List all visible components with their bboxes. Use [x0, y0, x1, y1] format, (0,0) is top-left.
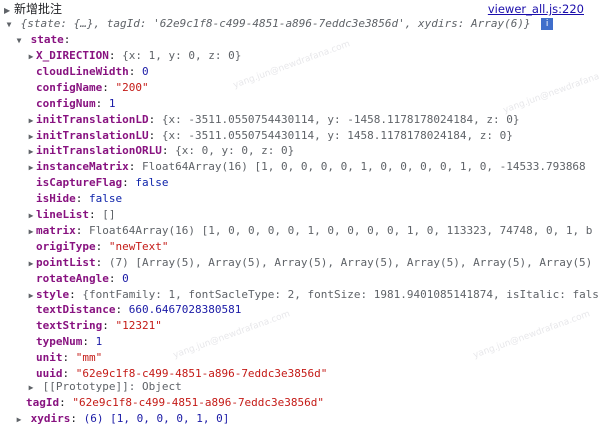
- prop-key: style: [36, 288, 70, 301]
- prop-key: unit: [36, 351, 63, 364]
- expand-triangle-icon[interactable]: ▶: [28, 227, 34, 236]
- state-prop-textString: textString: "12321": [36, 319, 162, 332]
- info-icon[interactable]: i: [541, 18, 554, 30]
- prop-key: initTranslationORLU: [36, 144, 162, 157]
- expand-triangle-icon[interactable]: ▶: [28, 211, 34, 220]
- state-prop-rotateAngle: rotateAngle: 0: [36, 272, 129, 285]
- prop-key: configName: [36, 81, 103, 94]
- watermark: yang.jun@newdrafana.com: [472, 309, 592, 361]
- expand-icon: ▶: [4, 6, 11, 15]
- prop-value: []: [102, 208, 116, 221]
- prop-key: matrix: [36, 224, 76, 237]
- state-prop-unit: unit: "mm": [36, 351, 103, 364]
- expand-triangle-icon[interactable]: ▶: [28, 132, 34, 141]
- prop-value: 660.6467028380581: [128, 303, 242, 316]
- watermark: yang.jun@newdrafana.com: [502, 64, 599, 116]
- state-prop-origiType: origiType: "newText": [36, 240, 169, 253]
- prop-key: initTranslationLD: [36, 113, 149, 126]
- tagid-row: tagId: "62e9c1f8-c499-4851-a896-7eddc3e3…: [26, 396, 325, 409]
- summary-text: {state: {…}, tagId: '62e9c1f8-c499-4851-…: [20, 17, 531, 30]
- state-prop-typeNum: typeNum: 1: [36, 335, 103, 348]
- state-key: state: [30, 33, 64, 46]
- prop-key: X_DIRECTION: [36, 49, 109, 62]
- prop-key: uuid: [36, 367, 63, 380]
- prop-value: {x: 0, y: 0, z: 0}: [175, 144, 295, 157]
- expand-triangle-icon[interactable]: ▶: [28, 52, 34, 61]
- prop-value: "200": [115, 81, 149, 94]
- expand-triangle-icon[interactable]: ▶: [28, 291, 34, 300]
- prop-key: origiType: [36, 240, 96, 253]
- prop-key: initTranslationLU: [36, 129, 149, 142]
- prop-key: pointList: [36, 256, 96, 269]
- state-prop-initTranslationORLU[interactable]: ▶initTranslationORLU: {x: 0, y: 0, z: 0}: [26, 142, 295, 160]
- state-prop-matrix[interactable]: ▶matrix: Float64Array(16) [1, 0, 0, 0, 0…: [26, 222, 593, 240]
- prop-value: {x: -3511.0550754430114, y: 1458.1178178…: [161, 129, 513, 142]
- prop-value: 0: [141, 65, 149, 78]
- prototype-row[interactable]: ▶ [[Prototype]]: Object: [26, 378, 182, 396]
- expand-triangle-icon[interactable]: ▶: [28, 116, 34, 125]
- prop-value: 1: [108, 97, 116, 110]
- prop-key: cloudLineWidth: [36, 65, 129, 78]
- prop-key: isHide: [36, 192, 76, 205]
- prop-value: "12321": [115, 319, 162, 332]
- expand-triangle-icon[interactable]: ▶: [28, 163, 34, 172]
- prop-value: "62e9c1f8-c499-4851-a896-7eddc3e3856d": [75, 367, 328, 380]
- prop-value: Float64Array(16) [1, 0, 0, 0, 0, 1, 0, 0…: [89, 224, 593, 237]
- expand-triangle-icon[interactable]: ▶: [28, 259, 34, 268]
- state-prop-isHide: isHide: false: [36, 192, 123, 205]
- tagid-value: "62e9c1f8-c499-4851-a896-7eddc3e3856d": [72, 396, 325, 409]
- state-node[interactable]: ▼ state:: [14, 31, 71, 49]
- source-link[interactable]: viewer_all.js:220: [487, 2, 584, 16]
- collapse-triangle-icon[interactable]: ▼: [16, 36, 22, 45]
- prop-value: {x: -3511.0550754430114, y: -1458.117817…: [161, 113, 520, 126]
- state-prop-configName: configName: "200": [36, 81, 149, 94]
- prop-value: Float64Array(16) [1, 0, 0, 0, 0, 1, 0, 0…: [141, 160, 586, 173]
- state-prop-pointList[interactable]: ▶pointList: (7) [Array(5), Array(5), Arr…: [26, 254, 593, 272]
- expand-triangle-icon[interactable]: ▶: [28, 147, 34, 156]
- prop-value: {fontFamily: 1, fontSacleType: 2, fontSi…: [82, 288, 599, 301]
- prop-value: "newText": [108, 240, 169, 253]
- prop-key: instanceMatrix: [36, 160, 129, 173]
- prop-key: typeNum: [36, 335, 83, 348]
- prop-value: {x: 1, y: 0, z: 0}: [122, 49, 242, 62]
- state-prop-textDistance: textDistance: 660.6467028380581: [36, 303, 242, 316]
- prop-key: textString: [36, 319, 103, 332]
- collapse-triangle-icon[interactable]: ▼: [6, 20, 12, 29]
- xydirs-value: (6) [1, 0, 0, 0, 1, 0]: [83, 412, 230, 425]
- log-title: 新增批注: [13, 2, 62, 16]
- expand-triangle-icon[interactable]: ▶: [16, 415, 22, 424]
- prop-value: (7) [Array(5), Array(5), Array(5), Array…: [108, 256, 593, 269]
- state-prop-isCaptureFlag: isCaptureFlag: false: [36, 176, 169, 189]
- state-prop-X_DIRECTION[interactable]: ▶X_DIRECTION: {x: 1, y: 0, z: 0}: [26, 47, 242, 65]
- object-summary[interactable]: ▼ {state: {…}, tagId: '62e9c1f8-c499-485…: [4, 15, 554, 33]
- prototype-text: [[Prototype]]: Object: [42, 380, 182, 393]
- prop-value: 0: [122, 272, 129, 285]
- watermark: yang.jun@newdrafana.com: [232, 39, 352, 91]
- log-header: ▶ 新增批注: [4, 0, 62, 18]
- tagid-key: tagId: [26, 396, 60, 409]
- prop-key: isCaptureFlag: [36, 176, 123, 189]
- prop-value: 1: [95, 335, 103, 348]
- xydirs-row[interactable]: ▶ xydirs: (6) [1, 0, 0, 0, 1, 0]: [14, 410, 230, 428]
- state-prop-initTranslationLD[interactable]: ▶initTranslationLD: {x: -3511.0550754430…: [26, 111, 520, 129]
- prop-value: false: [135, 176, 169, 189]
- prop-key: textDistance: [36, 303, 116, 316]
- state-prop-initTranslationLU[interactable]: ▶initTranslationLU: {x: -3511.0550754430…: [26, 127, 513, 145]
- xydirs-key: xydirs: [30, 412, 71, 425]
- state-prop-instanceMatrix[interactable]: ▶instanceMatrix: Float64Array(16) [1, 0,…: [26, 158, 586, 176]
- state-prop-cloudLineWidth: cloudLineWidth: 0: [36, 65, 149, 78]
- prop-key: configNum: [36, 97, 96, 110]
- state-prop-uuid: uuid: "62e9c1f8-c499-4851-a896-7eddc3e38…: [36, 367, 328, 380]
- prop-value: false: [89, 192, 123, 205]
- prop-key: rotateAngle: [36, 272, 109, 285]
- expand-triangle-icon[interactable]: ▶: [28, 383, 34, 392]
- state-prop-style[interactable]: ▶style: {fontFamily: 1, fontSacleType: 2…: [26, 286, 599, 304]
- prop-value: "mm": [75, 351, 103, 364]
- prop-key: lineList: [36, 208, 89, 221]
- state-prop-configNum: configNum: 1: [36, 97, 116, 110]
- state-prop-lineList[interactable]: ▶lineList: []: [26, 206, 116, 224]
